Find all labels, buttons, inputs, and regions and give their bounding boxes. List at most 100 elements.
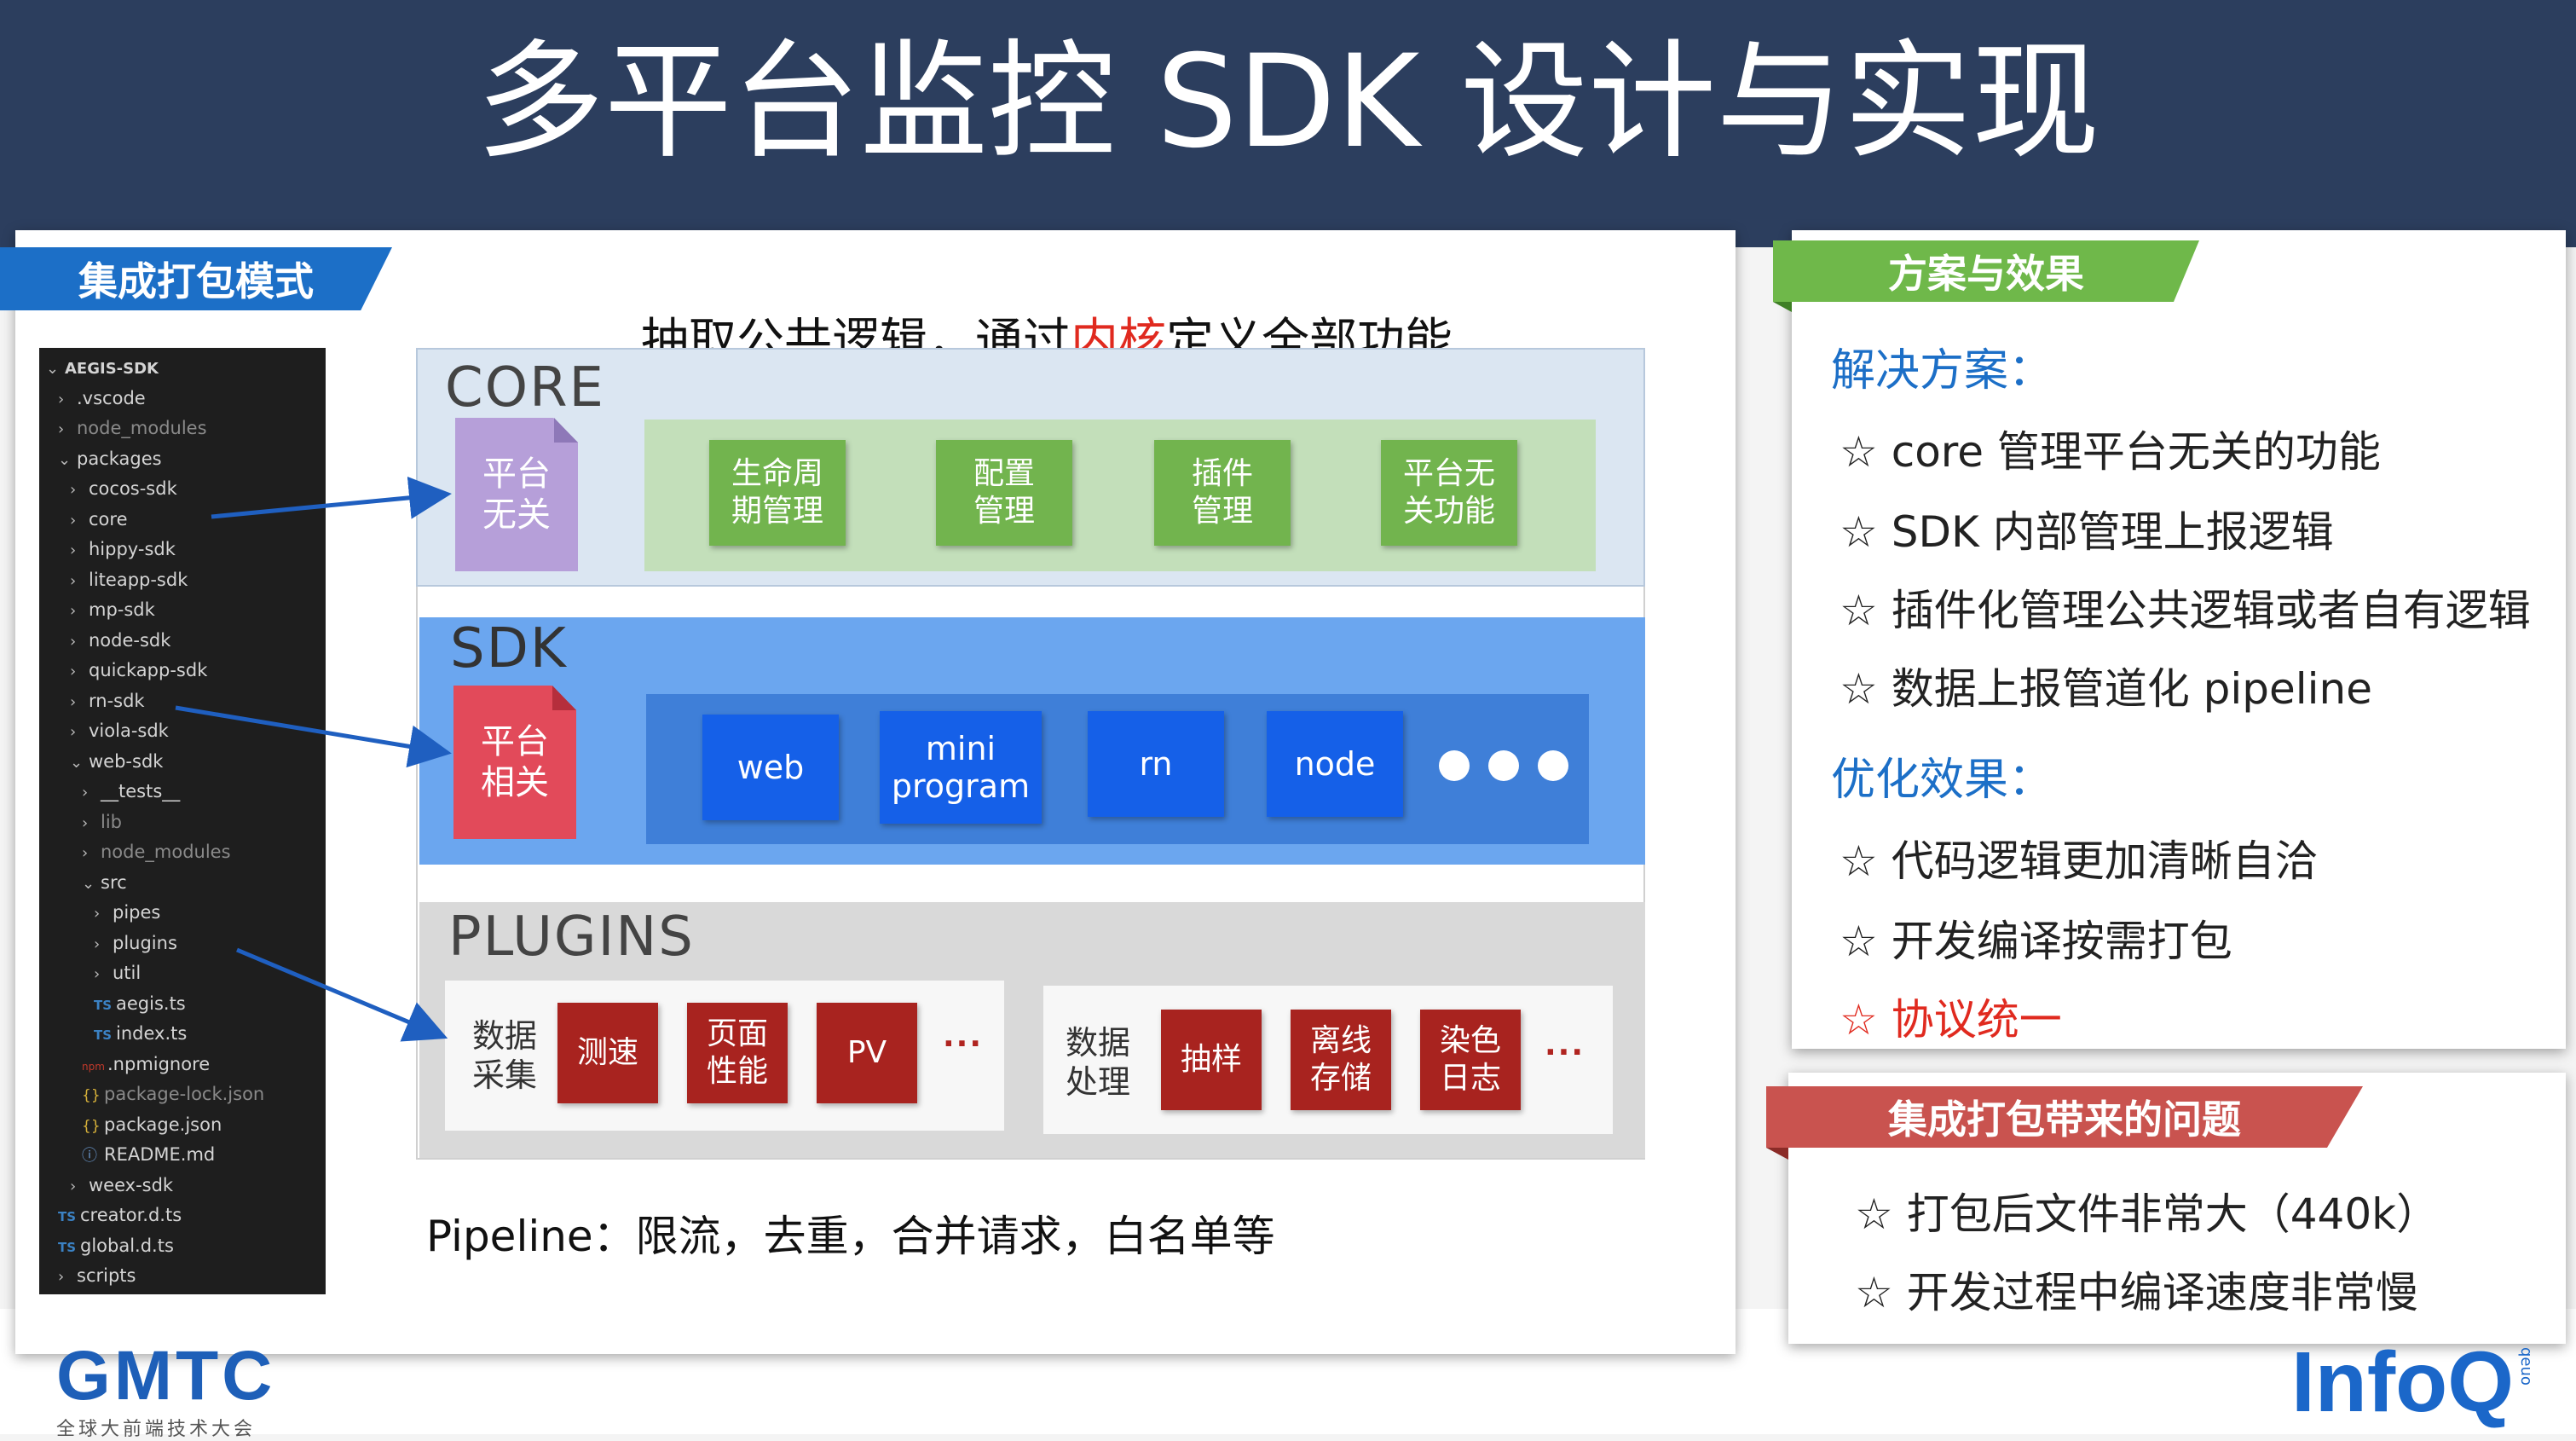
chevron-right-icon: ›: [70, 1177, 77, 1195]
tree-item-label: src: [101, 871, 127, 893]
chevron-right-icon: ›: [70, 511, 77, 530]
chevron-right-icon: ›: [58, 1268, 65, 1286]
tree-item-label: creator.d.ts: [80, 1205, 182, 1225]
header-banner: [0, 0, 2576, 247]
infoq-logo-text: InfoQ: [2291, 1334, 2515, 1430]
ribbon-problems: 集成打包带来的问题: [1766, 1086, 2363, 1148]
tree-item[interactable]: {}package-lock.json: [82, 1079, 264, 1108]
tree-item-label: plugins: [113, 932, 177, 953]
tree-item[interactable]: › plugins: [94, 929, 177, 958]
tree-item[interactable]: {}package.json: [82, 1110, 222, 1139]
tree-item[interactable]: ›cocos-sdk: [70, 474, 177, 503]
tree-item-label: package-lock.json: [104, 1084, 265, 1104]
arrow-plugins: [236, 947, 448, 1042]
tree-item-label: quickapp-sdk: [89, 660, 208, 680]
chevron-right-icon: ›: [94, 965, 101, 983]
tree-item-label: rn-sdk: [89, 690, 145, 711]
tree-item-label: viola-sdk: [89, 720, 169, 741]
tree-item[interactable]: ›scripts: [58, 1261, 136, 1290]
solution-item: ☆ 数据上报管道化 pipeline: [1840, 664, 2372, 714]
typescript-file-icon: TS: [94, 997, 113, 1013]
tree-item[interactable]: › mp-sdk: [70, 595, 155, 624]
tree-item[interactable]: ›hippy-sdk: [70, 535, 176, 564]
effect-title: 优化效果：: [1831, 755, 2053, 806]
chevron-right-icon: ›: [70, 602, 77, 620]
sdk-layer-label: SDK: [450, 617, 568, 680]
chevron-right-icon: ›: [58, 390, 65, 408]
chevron-down-icon: ⌄: [58, 450, 72, 469]
tree-item[interactable]: ⌄web-sdk: [70, 747, 163, 776]
tree-item[interactable]: ⌄src: [82, 868, 127, 897]
pipeline-caption: Pipeline：限流，去重，合并请求，白名单等: [426, 1212, 1275, 1261]
process-more: ···: [1545, 1035, 1585, 1070]
problem-item: ☆ 开发过程中编译速度非常慢: [1855, 1268, 2418, 1317]
problem-item: ☆ 打包后文件非常大（440k）: [1855, 1189, 2440, 1239]
tree-item[interactable]: ›__tests__: [82, 777, 180, 806]
tree-item[interactable]: ›node_modules: [82, 837, 231, 866]
tree-item[interactable]: ⌄packages: [58, 444, 162, 473]
tree-item[interactable]: ›weex-sdk: [70, 1171, 173, 1200]
ribbon-integrated-packaging: 集成打包模式: [0, 247, 392, 310]
process-label: 数据 处理: [1065, 1024, 1130, 1101]
tree-item-label: hippy-sdk: [89, 539, 176, 559]
tree-item[interactable]: ›lib: [82, 807, 122, 836]
tree-item-label: mp-sdk: [89, 599, 155, 620]
plugins-group-collect: 数据 采集 测速 页面 性能 PV ···: [445, 981, 1004, 1131]
arrow-core: [211, 476, 452, 519]
plugin-page-performance: 页面 性能: [687, 1003, 788, 1103]
chevron-down-icon: ⌄: [46, 360, 60, 378]
tree-item-label: global.d.ts: [80, 1235, 174, 1256]
chevron-right-icon: ›: [70, 632, 77, 651]
plugin-offline-storage: 离线 存储: [1291, 1010, 1391, 1110]
core-item-plugin: 插件 管理: [1154, 440, 1291, 546]
tree-item[interactable]: ›.vscode: [58, 384, 146, 413]
tree-item[interactable]: ›viola-sdk: [70, 716, 169, 745]
file-explorer-tree: ⌄AEGIS-SDK›.vscode›node_modules⌄packages…: [39, 348, 326, 1294]
solution-item: ☆ SDK 内部管理上报逻辑: [1840, 507, 2334, 557]
effect-item: ☆ 开发编译按需打包: [1840, 917, 2232, 966]
core-item-lifecycle: 生命周 期管理: [709, 440, 846, 546]
tree-item[interactable]: ›rn-sdk: [70, 686, 145, 715]
plugin-speed: 测速: [557, 1003, 658, 1103]
plugins-layer: PLUGINS 数据 采集 测速 页面 性能 PV ··· 数据 处理 抽样 离…: [419, 902, 1645, 1158]
info-file-icon: ⓘ: [82, 1147, 97, 1165]
plugins-group-process: 数据 处理 抽样 离线 存储 染色 日志 ···: [1043, 986, 1613, 1134]
chevron-right-icon: ›: [94, 935, 101, 953]
typescript-file-icon: TS: [94, 1027, 113, 1043]
tree-item-label: util: [113, 963, 142, 983]
sdk-layer: SDK 平台 相关 web mini program rn node: [419, 617, 1645, 865]
tree-item-label: aegis.ts: [116, 992, 186, 1014]
chevron-right-icon: ›: [70, 481, 77, 499]
tree-item[interactable]: ⌄ AEGIS-SDK: [46, 353, 159, 382]
tree-item-label: node_modules: [77, 418, 207, 438]
tree-item-label: pipes: [113, 902, 161, 923]
tree-item[interactable]: npm.npmignore: [82, 1050, 210, 1079]
tree-item-label: AEGIS-SDK: [65, 360, 159, 378]
tree-item-label: liteapp-sdk: [89, 569, 188, 590]
tree-item[interactable]: › core: [70, 505, 128, 534]
tree-item-label: index.ts: [116, 1023, 188, 1044]
core-item-platform-independent: 平台无 关功能: [1381, 440, 1517, 546]
effect-item-highlight: ☆ 协议统一: [1840, 995, 2062, 1045]
npm-file-icon: npm: [82, 1060, 105, 1073]
tree-item[interactable]: › pipes: [94, 898, 160, 927]
tree-item[interactable]: ›liteapp-sdk: [70, 565, 188, 594]
tree-item[interactable]: › util: [94, 958, 141, 987]
tree-item-label: .npmignore: [107, 1053, 211, 1074]
chevron-right-icon: ›: [94, 905, 101, 923]
sdk-item-web: web: [702, 715, 839, 820]
tree-item-label: package.json: [104, 1114, 222, 1135]
effect-item: ☆ 代码逻辑更加清晰自洽: [1840, 836, 2318, 886]
sdk-item-rn: rn: [1088, 711, 1224, 817]
tree-item[interactable]: ›quickapp-sdk: [70, 656, 207, 685]
tree-item[interactable]: ›node-sdk: [70, 626, 170, 655]
tree-item[interactable]: ›node_modules: [58, 414, 207, 443]
core-layer: CORE 平台 无关 生命周 期管理 配置 管理 插件 管理 平台无 关功能: [416, 348, 1645, 587]
collect-label: 数据 采集: [471, 1017, 537, 1094]
tree-item-label: core: [89, 508, 128, 530]
